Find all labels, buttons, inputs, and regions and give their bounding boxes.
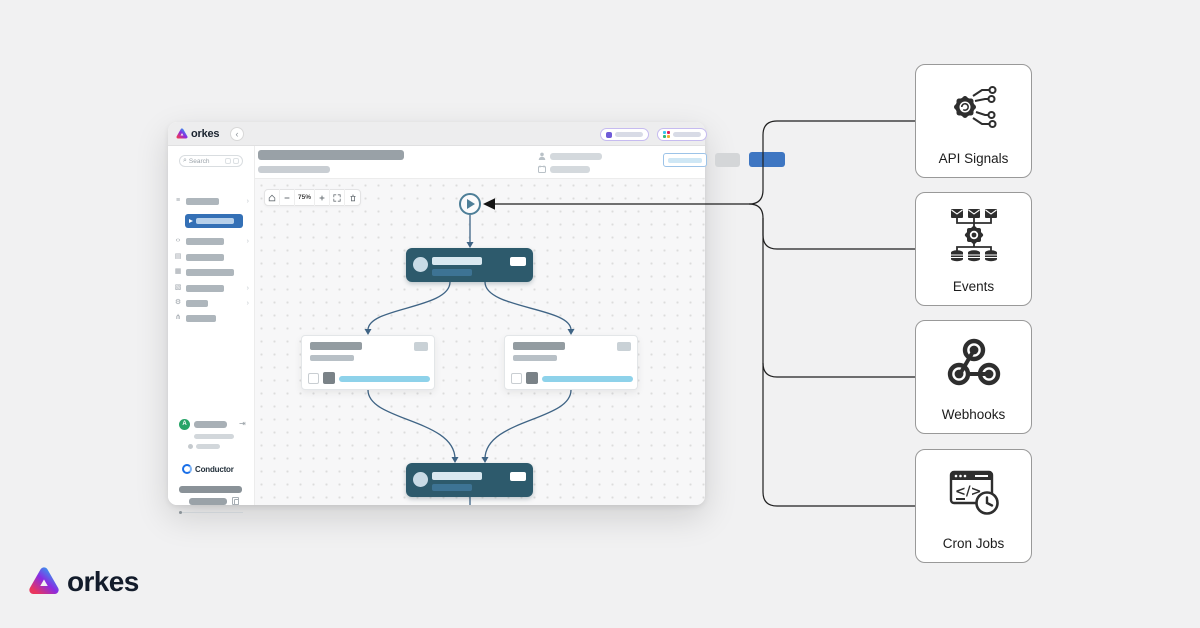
pill-placeholder (673, 132, 701, 137)
app-window: orkes ‹ ⌕ Search (168, 122, 785, 514)
play-icon (467, 199, 475, 209)
workflow-start-node[interactable] (459, 193, 481, 215)
orkes-logo: orkes (176, 126, 220, 142)
sidebar-item[interactable]: ▤ (174, 252, 249, 262)
meta-skeleton (550, 153, 602, 160)
logout-icon[interactable]: ⇥ (239, 419, 246, 428)
primary-action-button[interactable] (749, 152, 785, 167)
sidebar-item[interactable]: ≡› (174, 196, 249, 206)
sidebar-item[interactable]: ▧› (174, 283, 249, 293)
tertiary-button[interactable] (715, 153, 740, 167)
task-card[interactable] (504, 335, 638, 390)
sidebar-item[interactable]: ‹› › (174, 236, 249, 246)
fork-task-node[interactable] (406, 248, 533, 282)
orkes-wordmark: orkes (191, 128, 220, 140)
sidebar-item[interactable]: ⋔ (174, 313, 249, 323)
meta-skeleton (550, 166, 590, 173)
search-icon: ⌕ (183, 157, 187, 164)
trigger-label: Webhooks (941, 407, 1006, 422)
chevron-right-icon: › (246, 197, 249, 205)
sidebar: ⌕ Search ≡› ‹›› ▤ ▦ ▧› ⚙› ⋔ A ⇥ (168, 146, 255, 514)
checkbox[interactable] (308, 373, 319, 384)
sidebar-item[interactable]: ⚙› (174, 298, 249, 308)
shortcut-key-badge (233, 158, 239, 164)
search-input[interactable]: ⌕ Search (179, 155, 243, 167)
slack-icon (663, 131, 670, 138)
chevron-right-icon: › (246, 299, 249, 307)
workflow-title-skeleton (258, 150, 404, 160)
list-icon: ≡ (175, 197, 181, 204)
footer-orkes-logo: orkes (28, 566, 139, 598)
copy-icon[interactable] (232, 497, 239, 505)
layers-icon: ▧ (174, 284, 182, 291)
username-skeleton (194, 421, 227, 428)
events-icon (950, 209, 997, 262)
grid-icon: ▦ (174, 268, 182, 275)
collapse-sidebar-button[interactable]: ‹ (230, 127, 244, 141)
trigger-box-api-signals: API Signals (915, 64, 1032, 178)
code-glyph: </> (955, 485, 982, 500)
delete-icon[interactable] (345, 189, 360, 206)
sidebar-item-selected[interactable] (185, 214, 243, 228)
trigger-label: Cron Jobs (942, 536, 1005, 551)
orkes-mark-icon (29, 567, 59, 594)
progress-bar (339, 376, 430, 382)
workflow-canvas[interactable]: 75% (255, 179, 705, 505)
slack-pill-button[interactable] (657, 128, 707, 141)
version-skeleton (189, 498, 227, 505)
zoom-in-icon[interactable] (315, 189, 330, 206)
workflow-header (255, 146, 785, 179)
trigger-box-cron-jobs: </> Cron Jobs (915, 449, 1032, 563)
avatar: A (179, 419, 190, 430)
conductor-mark-icon (182, 464, 192, 474)
discord-pill-button[interactable] (600, 128, 649, 141)
date-icon (538, 165, 546, 173)
canvas-zoom-toolbar: 75% (264, 189, 361, 206)
trigger-label: Events (952, 279, 995, 294)
discord-icon (606, 131, 612, 138)
search-placeholder: Search (188, 157, 210, 165)
tree-icon: ⋔ (175, 314, 181, 321)
email-skeleton (194, 434, 234, 439)
conductor-wordmark: Conductor (195, 464, 234, 474)
join-task-node[interactable] (406, 463, 533, 497)
trigger-box-webhooks: Webhooks (915, 320, 1032, 434)
code-icon: ‹› (175, 237, 181, 244)
fit-view-icon[interactable] (330, 189, 345, 206)
home-icon[interactable] (265, 189, 280, 206)
chevron-right-icon: › (246, 284, 249, 292)
orkes-mark-icon (176, 128, 188, 139)
pill-placeholder (615, 132, 643, 137)
secondary-outline-button[interactable] (663, 153, 707, 167)
progress-bar (542, 376, 633, 382)
shortcut-key-badge (225, 158, 231, 164)
cron-jobs-icon: </> (949, 470, 999, 515)
chevron-right-icon: › (246, 237, 249, 245)
author-icon (538, 152, 546, 160)
task-card[interactable] (301, 335, 435, 390)
window-topbar: orkes ‹ (168, 122, 707, 146)
api-signals-icon (953, 85, 997, 129)
trigger-label: API Signals (938, 151, 1009, 166)
workflow-subtitle-skeleton (258, 166, 330, 173)
zoom-level: 75% (295, 189, 315, 206)
play-icon (189, 219, 193, 223)
zoom-out-icon[interactable] (280, 189, 295, 206)
progress-line (179, 511, 243, 514)
orkes-wordmark: orkes (67, 566, 139, 597)
sidebar-item[interactable]: ▦ (174, 267, 249, 277)
build-label-skeleton (179, 486, 242, 493)
gear-icon: ⚙ (174, 299, 182, 306)
switch-icon: ▤ (174, 253, 182, 260)
org-skeleton (196, 444, 220, 449)
webhooks-icon (947, 338, 1000, 386)
trigger-box-events: Events (915, 192, 1032, 306)
conductor-logo: Conductor (182, 463, 244, 475)
checkbox[interactable] (511, 373, 522, 384)
org-icon (188, 444, 193, 449)
